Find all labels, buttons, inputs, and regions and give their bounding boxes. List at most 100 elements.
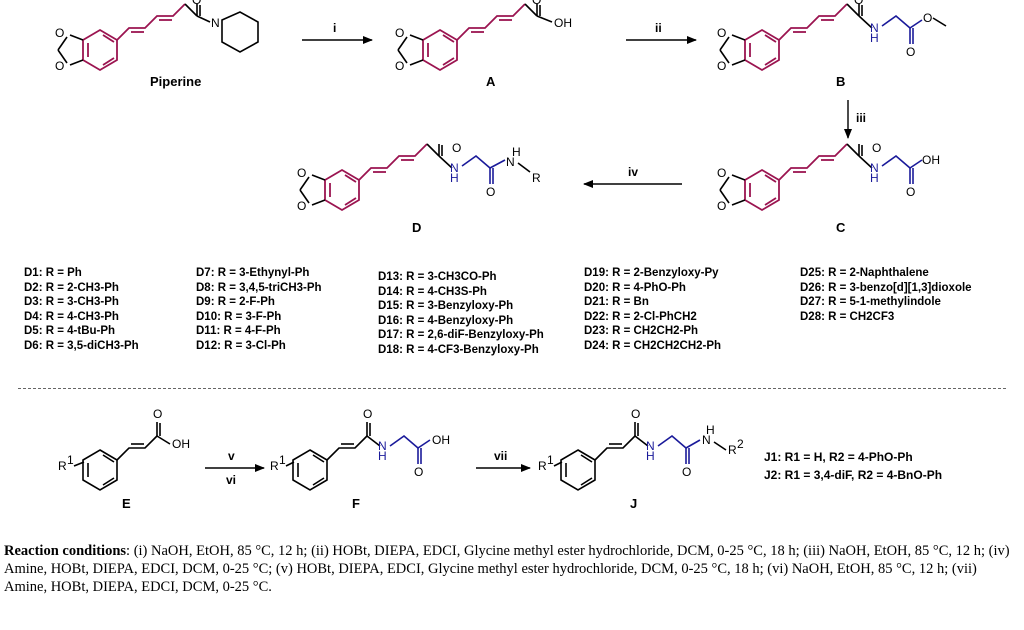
derivative-item: D22: R = 2-Cl-PhCH2: [584, 310, 697, 323]
derivative-item: D9: R = 2-F-Ph: [196, 296, 275, 309]
atom-o: O: [906, 45, 915, 59]
derivative-item: D11: R = 4-F-Ph: [196, 325, 281, 338]
label-j: J: [630, 496, 637, 511]
atom-n: N: [506, 155, 515, 169]
superscript-1: 1: [547, 453, 554, 467]
step-v-label: v: [228, 449, 235, 463]
atom-n: N: [646, 439, 655, 453]
derivative-item: D23: R = CH2CH2-Ph: [584, 325, 699, 338]
label-piperine: Piperine: [150, 74, 201, 89]
derivatives-column-1: D1: R = Ph D2: R = 2-CH3-Ph D3: R = 3-CH…: [24, 266, 139, 354]
derivative-item: D8: R = 3,4,5-triCH3-Ph: [196, 281, 322, 294]
derivative-item: D7: R = 3-Ethynyl-Ph: [196, 267, 310, 279]
derivative-item: D21: R = Bn: [584, 296, 649, 309]
derivative-item: D10: R = 3-F-Ph: [196, 310, 282, 323]
step-iv-label: iv: [628, 165, 638, 179]
atom-nh: H: [512, 145, 521, 159]
derivative-item: D27: R = 5-1-methylindole: [800, 296, 941, 309]
atom-nh: H: [646, 449, 655, 463]
label-a: A: [486, 74, 496, 89]
derivative-item: D24: R = CH2CH2CH2-Ph: [584, 339, 722, 352]
atom-o: O: [55, 26, 64, 40]
atom-o: O: [55, 59, 64, 73]
derivative-item: D19: R = 2-Benzyloxy-Py: [584, 267, 719, 279]
derivative-item: D3: R = 3-CH3-Ph: [24, 296, 119, 309]
step-i-label: i: [333, 21, 336, 35]
atom-nh: H: [378, 449, 387, 463]
conditions-text: : (i) NaOH, EtOH, 85 °C, 12 h; (ii) HOBt…: [4, 543, 1010, 595]
derivative-item: D15: R = 3-Benzyloxy-Ph: [378, 300, 514, 313]
atom-o: O: [486, 185, 495, 199]
derivative-item: D20: R = 4-PhO-Ph: [584, 281, 686, 294]
atom-nh: H: [450, 171, 459, 185]
compound-a-structure: O O O OH A: [395, 0, 572, 89]
reaction-conditions: Reaction conditions: (i) NaOH, EtOH, 85 …: [4, 542, 1020, 596]
atom-nh: H: [706, 423, 715, 437]
derivative-item: D26: R = 3-benzo[d][1,3]dioxole: [800, 281, 972, 294]
derivative-item: D13: R = 3-CH3CO-Ph: [378, 271, 497, 283]
derivative-item: D16: R = 4-Benzyloxy-Ph: [378, 314, 514, 327]
derivatives-column-4: D19: R = 2-Benzyloxy-Py D20: R = 4-PhO-P…: [584, 266, 721, 354]
atom-n: N: [450, 161, 459, 175]
derivative-item: D17: R = 2,6-diF-Benzyloxy-Ph: [378, 329, 544, 342]
compound-d-structure: O O O H N O H N R D: [297, 141, 541, 235]
atom-n: N: [702, 433, 711, 447]
compound-j-structure: R 1 O H N O H N R 2 J: [538, 407, 744, 511]
superscript-1: 1: [67, 453, 74, 467]
atom-o: O: [854, 0, 863, 7]
derivatives-column-3: D13: R = 3-CH3CO-Ph D14: R = 4-CH3S-Ph D…: [378, 270, 544, 358]
atom-oh: OH: [432, 433, 450, 447]
atom-o: O: [363, 407, 372, 421]
atom-o: O: [395, 26, 404, 40]
derivative-item: D2: R = 2-CH3-Ph: [24, 281, 119, 294]
conditions-heading: Reaction conditions: [4, 543, 127, 559]
atom-o: O: [717, 199, 726, 213]
atom-o: O: [717, 26, 726, 40]
superscript-2: 2: [737, 437, 744, 451]
j2-definition: J2: R1 = 3,4-diF, R2 = 4-BnO-Ph: [764, 468, 943, 482]
atom-n: N: [211, 16, 220, 30]
derivative-item: D4: R = 4-CH3-Ph: [24, 310, 119, 323]
atom-o: O: [452, 141, 461, 155]
atom-r1: R: [270, 459, 279, 473]
compound-c-structure: O O O H N O OH C: [717, 141, 940, 235]
step-ii-label: ii: [655, 21, 662, 35]
atom-o: O: [631, 407, 640, 421]
label-f: F: [352, 496, 360, 511]
atom-o: O: [717, 59, 726, 73]
atom-o: O: [414, 465, 423, 479]
derivative-item: D1: R = Ph: [24, 267, 82, 279]
derivatives-column-2: D7: R = 3-Ethynyl-Ph D8: R = 3,4,5-triCH…: [196, 266, 322, 354]
derivative-item: D6: R = 3,5-diCH3-Ph: [24, 339, 139, 352]
atom-o: O: [717, 166, 726, 180]
atom-o: O: [395, 59, 404, 73]
atom-o: O: [532, 0, 541, 7]
atom-nh: H: [870, 171, 879, 185]
derivative-item: D28: R = CH2CF3: [800, 310, 895, 323]
j1-definition: J1: R1 = H, R2 = 4-PhO-Ph: [764, 450, 913, 464]
label-b: B: [836, 74, 845, 89]
compound-b-structure: O O O H N O O B: [717, 0, 947, 89]
atom-o: O: [297, 166, 306, 180]
atom-o: O: [923, 11, 932, 25]
atom-r1: R: [58, 459, 67, 473]
atom-r2: R: [728, 443, 737, 457]
step-vii-label: vii: [494, 449, 507, 463]
label-c: C: [836, 220, 846, 235]
atom-o: O: [872, 141, 881, 155]
atom-oh: OH: [172, 437, 190, 451]
step-iii-label: iii: [856, 111, 866, 125]
derivative-item: D25: R = 2-Naphthalene: [800, 267, 929, 279]
atom-o: O: [297, 199, 306, 213]
atom-oh: OH: [922, 153, 940, 167]
label-e: E: [122, 496, 131, 511]
atom-n: N: [870, 21, 879, 35]
compound-e-structure: R 1 O OH E: [58, 407, 190, 511]
piperine-structure: O O O N Piperine: [55, 0, 259, 89]
superscript-1: 1: [279, 453, 286, 467]
atom-o: O: [153, 407, 162, 421]
derivative-item: D5: R = 4-tBu-Ph: [24, 325, 116, 338]
derivative-item: D18: R = 4-CF3-Benzyloxy-Ph: [378, 343, 539, 356]
